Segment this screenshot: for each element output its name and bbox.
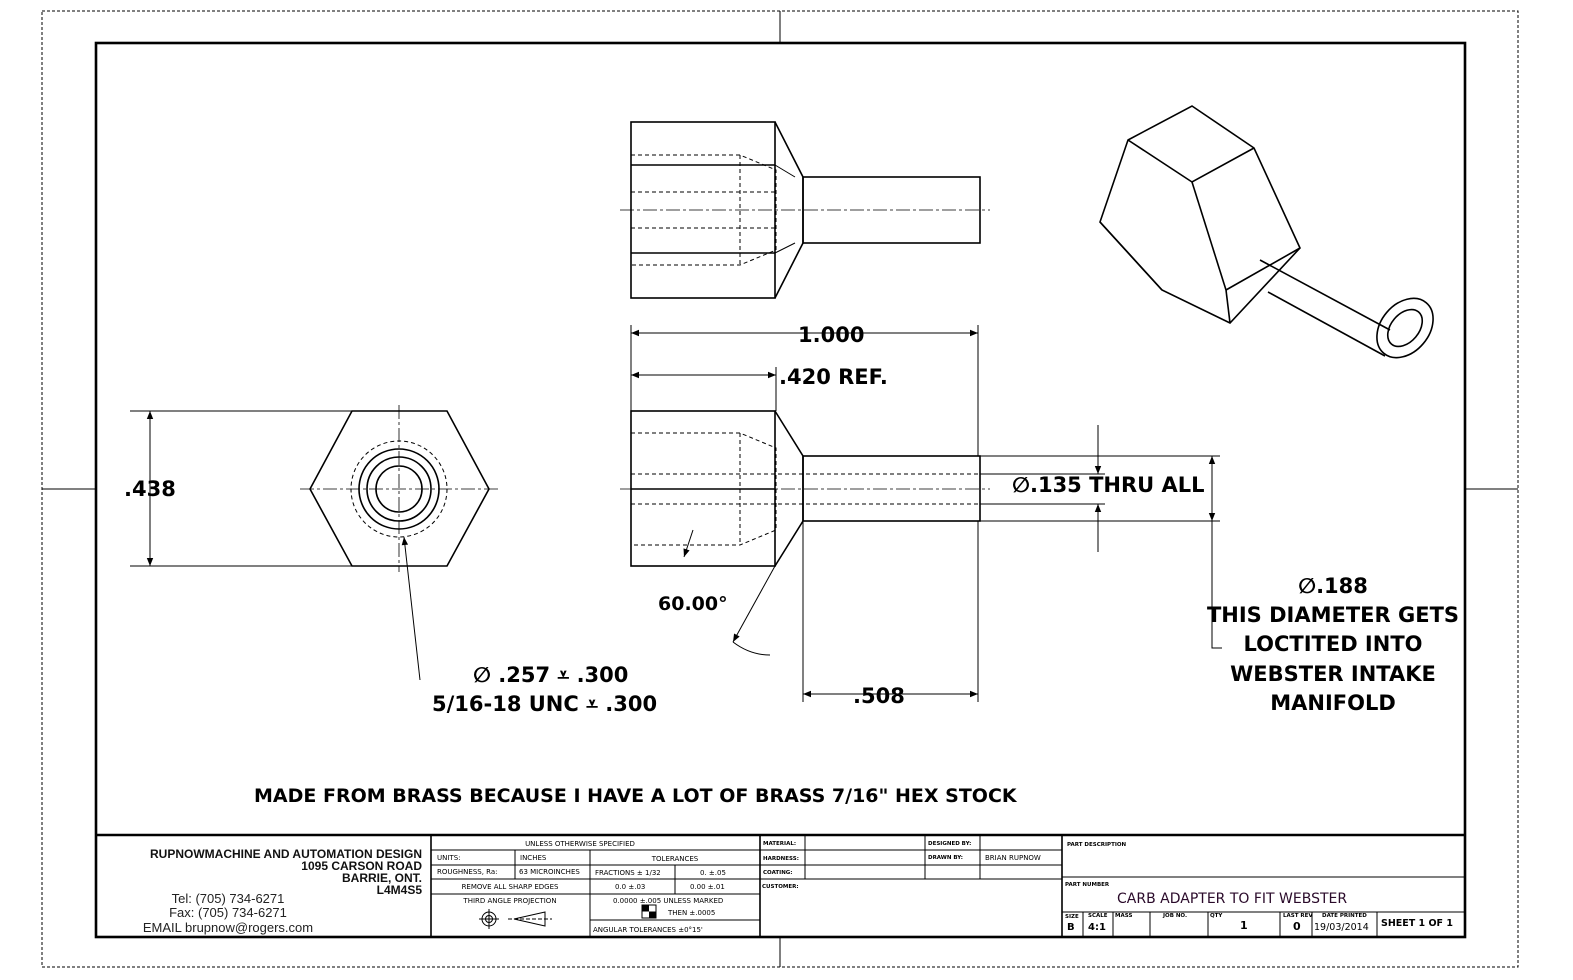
tolerances-header: TOLERANCES [651,855,699,863]
sheet-number: SHEET 1 OF 1 [1381,918,1453,929]
company-email[interactable]: EMAIL brupnow@rogers.com [143,920,313,935]
part-number-label: PART NUMBER [1065,882,1110,888]
thread-drill-callout: ∅ .257 ⩡ .300 [473,663,628,687]
isometric-view [1099,105,1434,359]
projection-label: THIRD ANGLE PROJECTION [462,897,556,905]
part-number: CARB ADAPTER TO FIT WEBSTER [1117,891,1347,907]
tol-1-place: 0.0 ±.03 [615,883,645,891]
thread-spec-callout: 5/16-18 UNC ⩡ .300 [432,692,657,716]
front-view [620,410,990,567]
loctite-note-1: THIS DIAMETER GETS [1207,603,1459,627]
side-view [620,121,990,299]
loctite-note-4: MANIFOLD [1270,691,1396,715]
coating-label: COATING: [763,870,793,876]
date-printed: 19/03/2014 [1314,922,1369,933]
designed-by-label: DESIGNED BY: [928,841,971,847]
company-name: RUPNOWMACHINE AND AUTOMATION DESIGN [150,847,422,861]
sharp-edges-note: REMOVE ALL SHARP EDGES [462,883,559,891]
tol-4-place: 0.0000 ±.005 UNLESS MARKED [613,897,723,905]
tol-header: UNLESS OTHERWISE SPECIFIED [525,840,635,848]
title-block: RUPNOWMACHINE AND AUTOMATION DESIGN 1095… [96,833,1465,937]
company-address1: 1095 CARSON ROAD [301,859,422,873]
size-value: B [1067,922,1075,933]
scale-value: 4:1 [1088,922,1106,933]
dim-hex-flats: .438 [124,477,176,501]
tol-fractions: FRACTIONS ± 1/32 [595,869,661,877]
dim-bore: ∅.135 THRU ALL [1012,473,1205,497]
dim-shaft-length: .508 [853,684,905,708]
company-fax: Fax: (705) 734-6271 [169,905,287,920]
datum-target-icon [641,904,657,919]
roughness-label: ROUGHNESS, Ra: [437,868,498,876]
job-number-label: JOB NO. [1162,913,1187,919]
dim-hex-length: .420 REF. [779,365,888,389]
end-view [300,405,500,572]
tol-angular: ANGULAR TOLERANCES ±0°15' [593,926,703,934]
drawn-by-label: DRAWN BY: [928,855,963,861]
loctite-dia: ∅.188 [1298,574,1368,598]
loctite-note-3: WEBSTER INTAKE [1230,662,1436,686]
material-label: MATERIAL: [763,841,796,847]
units-value: INCHES [520,854,547,862]
qty-value: 1 [1240,919,1248,932]
third-angle-projection-icon [479,909,552,929]
dimension-lines [130,325,1222,702]
last-rev-value: 0 [1293,920,1301,933]
company-postal: L4M4S5 [377,883,423,897]
mass-label: MASS [1115,913,1132,919]
company-address2: BARRIE, ONT. [342,871,422,885]
tol-2-place: 0.00 ±.01 [690,883,725,891]
scale-label: SCALE [1088,913,1108,919]
company-tel: Tel: (705) 734-6271 [172,891,285,906]
qty-label: QTY [1210,913,1223,919]
customer-label: CUSTOMER: [762,884,799,890]
size-label: SIZE [1065,914,1079,920]
tol-0-place: 0. ±.05 [700,869,726,877]
last-rev-label: LAST REV [1283,913,1313,919]
dimension-texts: 1.000 .420 REF. .438 .508 ∅.135 THRU ALL… [124,323,1459,807]
part-description-label: PART DESCRIPTION [1067,842,1127,848]
sheet-border [41,10,1519,968]
drawn-by-value: BRIAN RUPNOW [985,854,1041,862]
hardness-label: HARDNESS: [763,856,799,862]
roughness-value: 63 MICROINCHES [519,868,580,876]
dim-chamfer-angle: 60.00° [658,593,728,615]
dim-overall-length: 1.000 [798,323,864,347]
material-note: MADE FROM BRASS BECAUSE I HAVE A LOT OF … [254,785,1018,807]
loctite-note-2: LOCTITED INTO [1243,632,1422,656]
tol-then: THEN ±.0005 [667,909,715,917]
date-printed-label: DATE PRINTED [1322,913,1367,919]
units-label: UNITS: [437,854,461,862]
